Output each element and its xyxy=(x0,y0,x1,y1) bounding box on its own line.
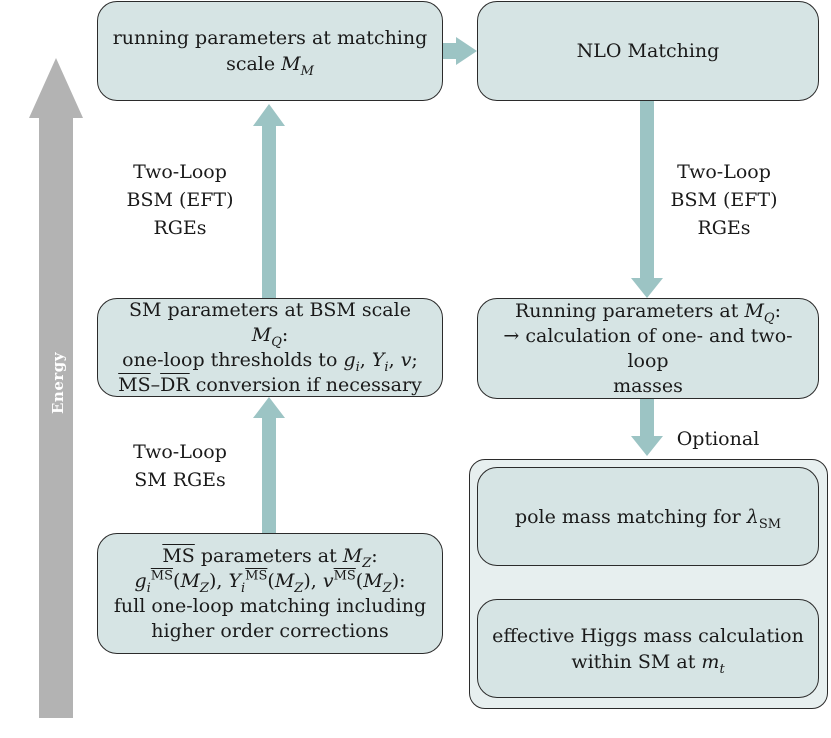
box-running-matching-line2: scale MM xyxy=(226,51,314,79)
label-line: BSM (EFT) xyxy=(126,189,234,211)
label-line: Two-Loop xyxy=(133,441,227,463)
energy-axis-label: Energy xyxy=(49,352,67,414)
label-line: BSM (EFT) xyxy=(670,189,778,211)
math-M: M xyxy=(251,323,272,346)
arrow-matching-to-nlo xyxy=(443,37,477,65)
box-effective-higgs-mass: effective Higgs mass calculation within … xyxy=(477,599,819,698)
label-optional: Optional xyxy=(676,428,760,450)
box-nlo-matching: NLO Matching xyxy=(477,1,819,101)
math-sub-Q: Q xyxy=(271,334,282,350)
arrow-sm-to-matching xyxy=(253,104,285,298)
energy-axis-arrow xyxy=(29,58,83,718)
box-running-matching-scale-word: scale xyxy=(226,53,276,75)
math-Y: Y xyxy=(228,569,241,592)
ms-bar-sup: MS xyxy=(150,568,174,584)
label-line: RGEs xyxy=(153,217,207,239)
math-sub-i: i xyxy=(355,359,360,375)
math-sub-Z: Z xyxy=(382,580,392,596)
math-sub-Z: Z xyxy=(362,555,372,571)
box-sm-bsm-line1: SM parameters at BSM scale MQ: xyxy=(108,298,432,350)
label-left-lower-rges: Two-Loop SM RGEs xyxy=(120,438,240,494)
box-running-mq-line1: Running parameters at MQ: xyxy=(514,299,781,326)
math-sub-M: M xyxy=(300,63,314,79)
ms-bar-sup: MS xyxy=(245,568,268,584)
math-m: m xyxy=(701,650,720,673)
box-running-matching-scale: running parameters at matching scale MM xyxy=(97,1,443,101)
box-msbar-line1-text: parameters at xyxy=(194,544,337,567)
math-M: M xyxy=(342,544,363,567)
math-sub-Z: Z xyxy=(199,580,209,596)
box-sm-params-bsm-scale: SM parameters at BSM scale MQ: one-loop … xyxy=(97,298,443,397)
colon: : xyxy=(774,299,781,322)
math-sub-t: t xyxy=(719,661,725,677)
semicolon: ; xyxy=(411,348,418,371)
box-msbar-line4: higher order corrections xyxy=(151,619,389,642)
ms-bar-sup: MS xyxy=(333,568,356,584)
box-running-matching-line1: running parameters at matching xyxy=(112,27,428,49)
math-sub-i: i xyxy=(146,580,151,596)
math-M: M xyxy=(281,53,301,75)
box-pole-mass-matching: pole mass matching for λSM xyxy=(477,467,819,566)
colon: : xyxy=(281,323,289,346)
box-running-mq-line3: masses xyxy=(613,374,683,397)
label-line: Two-Loop xyxy=(677,161,771,183)
arrow-running-to-optional xyxy=(631,399,663,456)
math-sub-SM: SM xyxy=(758,516,782,532)
math-M: M xyxy=(744,299,764,322)
box-effective-higgs-line1: effective Higgs mass calculation xyxy=(492,624,804,647)
label-right-upper-rges: Two-Loop BSM (EFT) RGEs xyxy=(661,158,787,242)
arrow-nlo-to-running xyxy=(631,101,663,298)
math-sub-Z: Z xyxy=(294,580,304,596)
box-msbar-line1: MS parameters at MZ: xyxy=(162,544,378,571)
dr-bar: DR xyxy=(160,373,190,396)
box-sm-bsm-line3-text: conversion if necessary xyxy=(189,373,422,396)
box-pole-mass-line: pole mass matching for λSM xyxy=(514,504,782,532)
box-sm-bsm-line3: MS–DR conversion if necessary xyxy=(118,373,422,398)
math-g: g xyxy=(343,348,356,371)
math-Y: Y xyxy=(371,348,385,371)
box-pole-mass-text: pole mass matching for xyxy=(514,505,741,528)
label-line: SM RGEs xyxy=(134,469,226,491)
box-effective-higgs-line2-text: within SM at xyxy=(571,650,696,673)
math-v: v xyxy=(322,569,334,592)
box-msbar-params-mz: MS parameters at MZ: giMS(MZ), YiMS(MZ),… xyxy=(97,533,443,654)
box-nlo-matching-label: NLO Matching xyxy=(576,40,720,62)
box-sm-bsm-line2: one-loop thresholds to gi, Yi, v; xyxy=(122,348,418,375)
label-line: RGEs xyxy=(697,217,751,239)
math-lambda: λ xyxy=(746,505,759,528)
box-sm-bsm-line1-text: SM parameters at BSM scale xyxy=(129,298,411,321)
ms-bar: MS xyxy=(118,373,151,396)
math-sub-i: i xyxy=(241,580,246,596)
arrow-mz-to-bsm xyxy=(253,397,285,533)
ms-bar: MS xyxy=(162,544,195,567)
math-v: v xyxy=(400,348,412,371)
box-effective-higgs-line2: within SM at mt xyxy=(571,649,725,677)
label-line: Two-Loop xyxy=(133,161,227,183)
box-running-params-mq: Running parameters at MQ: → calculation … xyxy=(477,298,819,399)
en-dash: – xyxy=(150,373,161,396)
math-sub-i: i xyxy=(384,359,389,375)
box-msbar-line3: full one-loop matching including xyxy=(113,594,427,617)
close-colon: ): xyxy=(391,569,406,592)
math-g: g xyxy=(134,569,147,592)
colon: : xyxy=(371,544,378,567)
label-left-upper-rges: Two-Loop BSM (EFT) RGEs xyxy=(120,158,240,242)
box-running-mq-line2: → calculation of one- and two-loop xyxy=(503,324,793,372)
box-running-mq-line1-text: Running parameters at xyxy=(514,299,739,322)
math-sub-Q: Q xyxy=(763,310,775,326)
box-msbar-line2: giMS(MZ), YiMS(MZ), vMS(MZ): xyxy=(134,568,406,596)
box-sm-bsm-line2-text: one-loop thresholds to xyxy=(122,348,338,371)
